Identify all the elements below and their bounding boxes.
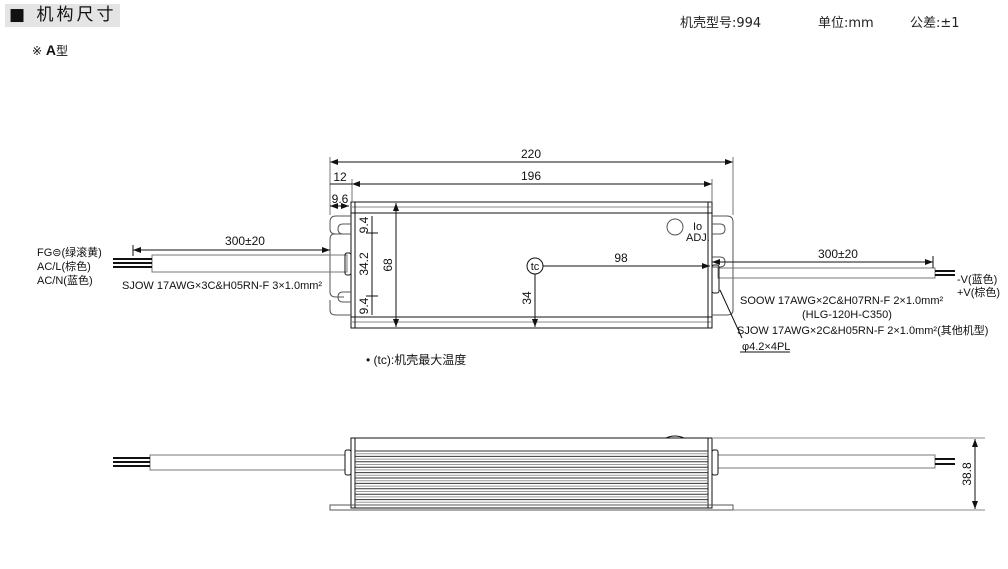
dim-9-6-label: 9.6	[332, 192, 349, 206]
model-type: A	[45, 42, 57, 58]
output-cable-spec-1: SOOW 17AWG×2C&H07RN-F 2×1.0mm²	[740, 295, 943, 307]
tc-point-icon	[526, 257, 544, 275]
acn-wire-label: AC/N(蓝色)	[37, 273, 93, 287]
model-type-label: ※ A型	[32, 42, 68, 59]
dim-98-label: 98	[614, 251, 628, 265]
dim-slot-pitch-label: 34.2	[357, 252, 371, 276]
model-suffix: 型	[56, 44, 69, 58]
output-model-label: (HLG-120H-C350)	[802, 309, 892, 321]
dim-slot-bottom-label: 9.4	[357, 297, 371, 314]
input-cable-spec: SJOW 17AWG×3C&H05RN-F 3×1.0mm²	[122, 280, 322, 292]
neg-v-wire-label: -V(蓝色)	[957, 272, 997, 286]
dim-12-label: 12	[333, 170, 347, 184]
acl-wire-label: AC/L(棕色)	[37, 259, 91, 273]
tolerance-label: 公差:±1	[910, 16, 960, 31]
dim-68-label: 68	[381, 258, 395, 272]
dim-220-label: 220	[521, 147, 541, 161]
io-adj-potentiometer-icon	[666, 218, 684, 236]
input-cable	[113, 252, 352, 276]
tc-label: tc	[531, 261, 540, 273]
dim-slot-top-label: 9.4	[357, 216, 371, 233]
pos-v-wire-label: +V(棕色)	[957, 285, 1000, 299]
hole-leader	[719, 289, 743, 339]
output-cable	[711, 264, 955, 294]
dim-38-8-label: 38.8	[960, 462, 974, 486]
section-title: ■ 机构尺寸	[5, 4, 121, 27]
left-cable-length-label: 300±20	[225, 234, 265, 248]
mounting-hole-label: φ4.2×4PL	[742, 341, 790, 353]
output-cable-spec-2: SJOW 17AWG×2C&H05RN-F 2×1.0mm²(其他机型)	[737, 323, 988, 337]
right-cable-length-label: 300±20	[818, 247, 858, 261]
unit-label: 单位:mm	[818, 16, 874, 31]
tc-legend: • (tc):机壳最大温度	[366, 352, 466, 367]
dim-196-label: 196	[521, 169, 541, 183]
io-label: Io	[693, 221, 702, 233]
note-mark: ※	[32, 44, 43, 58]
dim-34-label: 34	[520, 291, 534, 305]
fg-wire-label: FG⊜(绿滚黄)	[37, 245, 102, 259]
side-view-fins	[355, 450, 708, 503]
adj-label: ADJ.	[686, 232, 710, 244]
case-number: 机壳型号:994	[680, 16, 762, 31]
side-view-cables	[113, 449, 955, 476]
